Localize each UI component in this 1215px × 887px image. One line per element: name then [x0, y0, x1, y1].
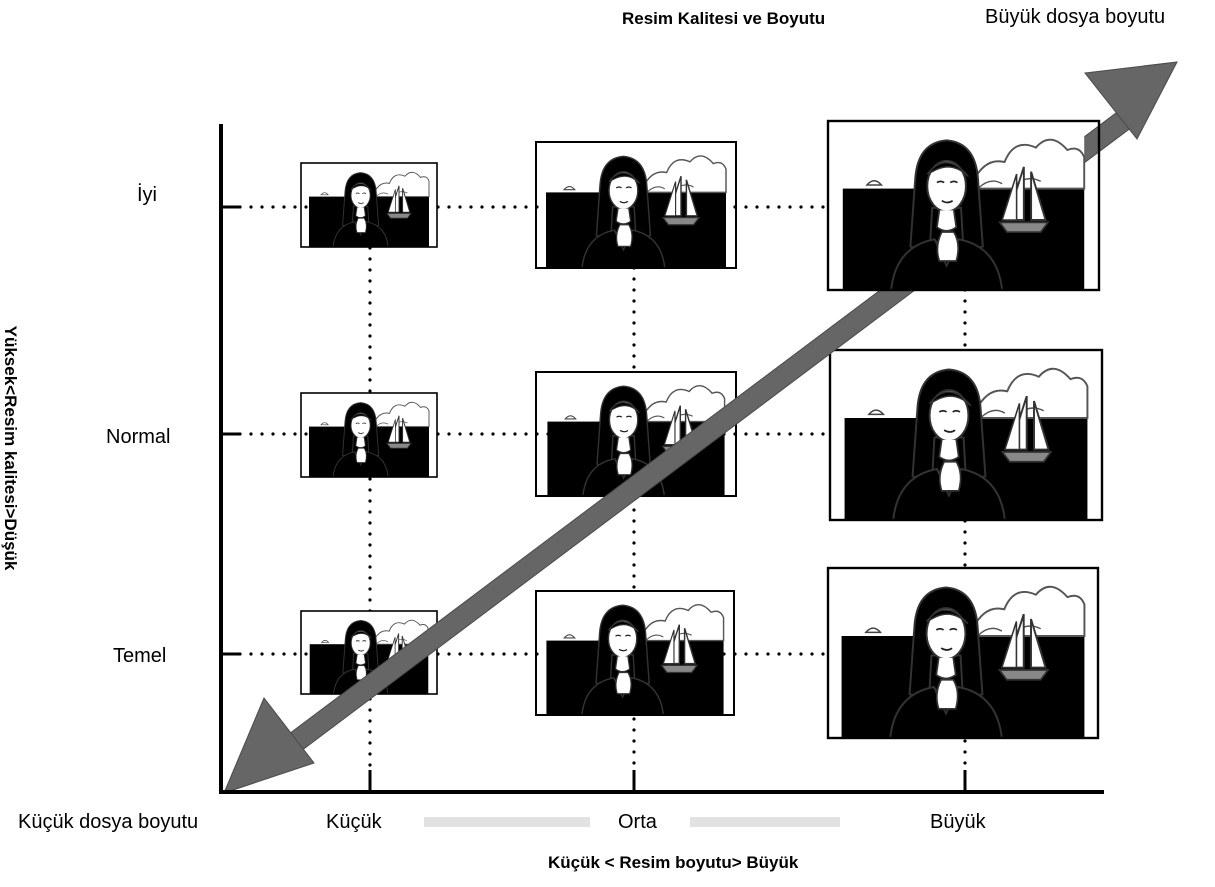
x-tick-label-large: Büyük	[930, 811, 986, 833]
thumbnail-basic-medium	[535, 590, 735, 716]
y-axis-title: Yüksek<Resim kalitesi>Düşük	[1, 325, 20, 571]
x-tick-label-small: Küçük	[326, 811, 382, 833]
thumbnail-fine-small	[300, 162, 438, 248]
small-file-size-label: Küçük dosya boyutu	[18, 811, 199, 833]
y-tick-label-basic: Temel	[113, 645, 167, 667]
axis-label-backdrop	[424, 817, 840, 827]
x-axis-title: Küçük < Resim boyutu> Büyük	[548, 853, 799, 872]
arrow-head-up	[1084, 61, 1178, 140]
y-tick-label-fine: İyi	[137, 184, 157, 206]
thumbnail-fine-medium	[535, 141, 737, 269]
x-tick-label-medium: Orta	[618, 811, 657, 833]
large-file-size-label: Büyük dosya boyutu	[985, 6, 1166, 28]
y-tick-label-normal: Normal	[106, 426, 171, 448]
thumbnail-basic-large	[826, 566, 1100, 740]
diagram-title: Resim Kalitesi ve Boyutu	[622, 9, 826, 28]
thumbnail-normal-small	[300, 392, 438, 478]
thumbnail-fine-large	[826, 119, 1101, 292]
thumbnail-normal-large	[828, 348, 1104, 522]
arrow-head-down	[223, 697, 315, 794]
axes	[219, 124, 1104, 794]
